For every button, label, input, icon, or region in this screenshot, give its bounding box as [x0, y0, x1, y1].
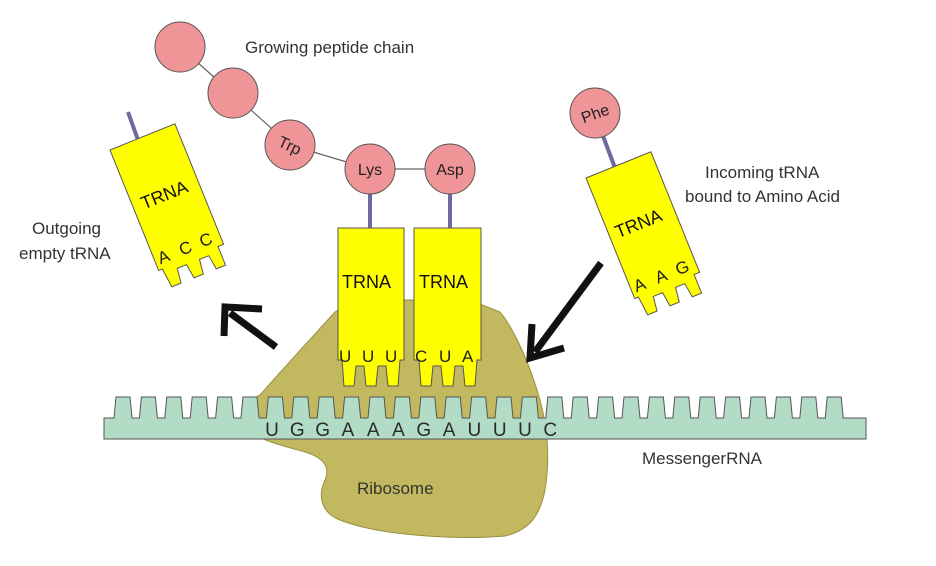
- amino-acid-asp: [424, 143, 476, 195]
- incoming-anticodon-3: G: [673, 257, 692, 280]
- p-site-anticodon-2: U: [362, 347, 374, 366]
- incoming-trna-stem: [601, 135, 617, 169]
- amino-acid-2: [207, 67, 259, 119]
- incoming-trna-label-line1: Incoming tRNA: [705, 163, 820, 182]
- incoming-trna: TRNA A A G: [585, 151, 703, 316]
- outgoing-trna-body: [109, 123, 227, 288]
- mrna-base: A: [367, 420, 380, 441]
- mrna-base: A: [392, 420, 405, 441]
- a-site-trna-body: [413, 227, 482, 387]
- p-site-anticodon-3: U: [385, 347, 397, 366]
- messenger-rna-strand: [103, 396, 867, 440]
- growing-peptide-chain-label: Growing peptide chain: [245, 38, 414, 57]
- incoming-trna-body: [585, 151, 703, 316]
- p-site-trna: TRNA U U U: [337, 227, 405, 387]
- mrna-base: U: [518, 420, 532, 441]
- a-site-anticodon-1: C: [415, 347, 427, 366]
- mrna-base: G: [290, 420, 305, 441]
- outgoing-trna-label-line2: empty tRNA: [19, 244, 111, 263]
- amino-acid-phe: [569, 87, 621, 139]
- outgoing-trna: TRNA A C C: [109, 123, 227, 288]
- mrna-base: A: [443, 420, 456, 441]
- amino-acid-asp-label: Asp: [436, 162, 464, 179]
- peptide-chain: Trp Lys Asp: [154, 21, 476, 195]
- mrna-base: U: [265, 420, 279, 441]
- mrna-base: C: [543, 420, 557, 441]
- amino-acid-lys: [344, 143, 396, 195]
- mrna-base: U: [493, 420, 507, 441]
- mrna-base: G: [315, 420, 330, 441]
- ribosome-label: Ribosome: [357, 479, 434, 498]
- a-site-trna: TRNA C U A: [413, 227, 482, 387]
- amino-acid-lys-label: Lys: [358, 162, 382, 179]
- mrna-base: U: [468, 420, 482, 441]
- a-site-anticodon-2: U: [439, 347, 451, 366]
- amino-acid-1: [154, 21, 206, 73]
- messenger-rna-label: MessengerRNA: [642, 449, 763, 468]
- outgoing-trna-stem: [126, 111, 140, 141]
- amino-acid-trp: [264, 119, 316, 171]
- outgoing-trna-label-line1: Outgoing: [32, 219, 101, 238]
- outgoing-arrow-icon: [220, 303, 279, 350]
- p-site-anticodon-1: U: [339, 347, 351, 366]
- p-site-trna-body: [337, 227, 405, 387]
- mrna-base: G: [416, 420, 431, 441]
- a-site-trna-label: TRNA: [419, 272, 468, 292]
- mrna-base: A: [342, 420, 355, 441]
- a-site-anticodon-3: A: [462, 347, 474, 366]
- p-site-trna-label: TRNA: [342, 272, 391, 292]
- incoming-trna-label-line2: bound to Amino Acid: [685, 187, 840, 206]
- incoming-arrow-icon: [526, 260, 604, 363]
